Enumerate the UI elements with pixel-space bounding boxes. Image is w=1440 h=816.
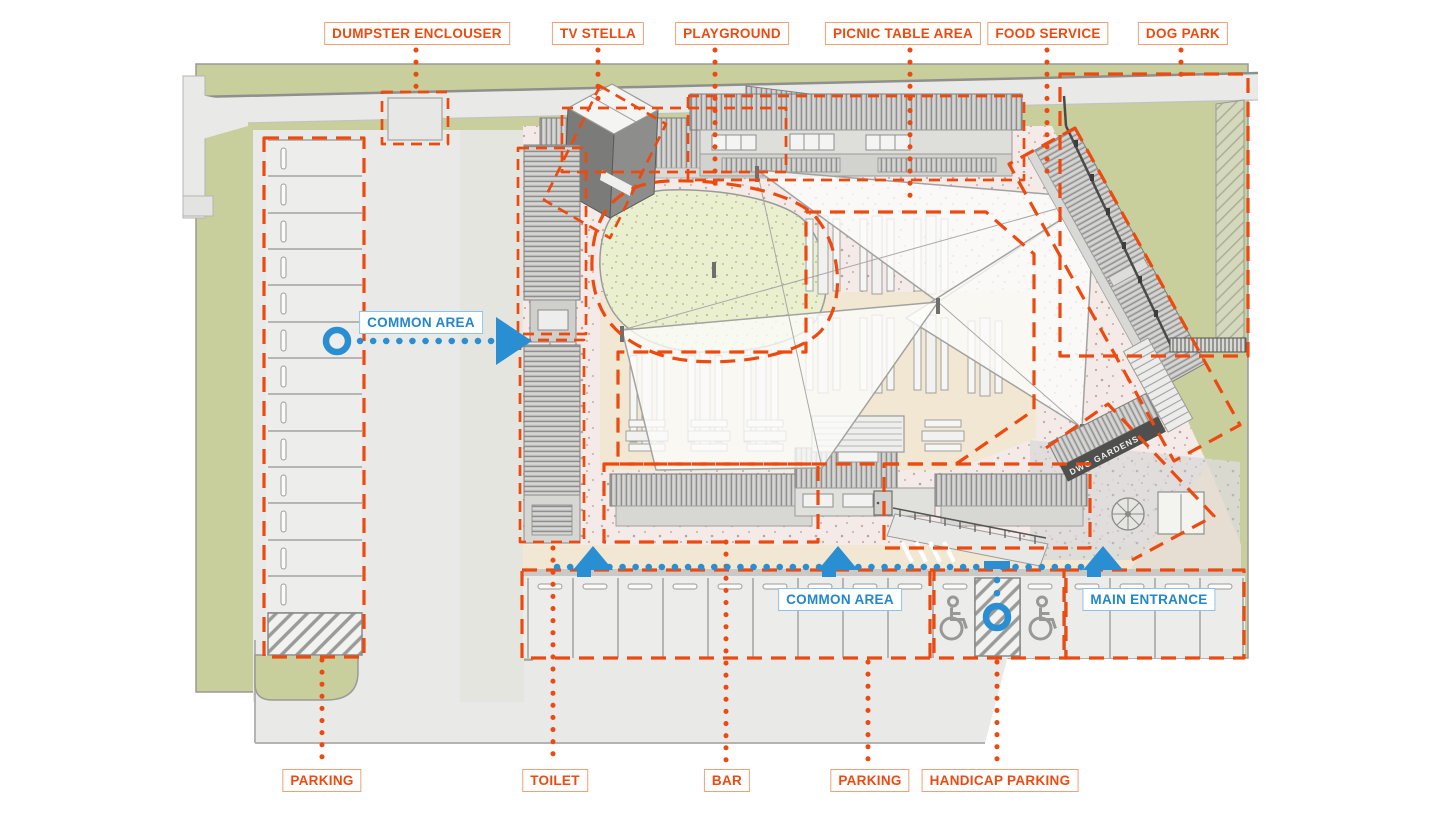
bar-east-outline: [882, 462, 1092, 550]
callout-picnic-table-area: PICNIC TABLE AREA: [824, 22, 982, 45]
curb-island-west: [254, 654, 359, 701]
handicap-access-aisle: [974, 577, 1021, 657]
fence-posts: [1074, 140, 1158, 317]
callout-dumpster-enclosure: DUMPSTER ENCLOUSER: [324, 22, 510, 45]
dumpster-enclosure: [387, 97, 443, 141]
access-ramp: [886, 507, 1049, 567]
label-common-area-west: COMMON AREA: [359, 311, 483, 334]
dumpster-outline: [380, 90, 450, 146]
callout-dog-park: DOG PARK: [1137, 22, 1229, 45]
south-parking-stalls: [523, 569, 1245, 658]
handicap-route-junction: [982, 561, 1012, 632]
north-container-row-b: [689, 85, 1023, 177]
wheel-stops-west: [280, 147, 287, 606]
west-parking-outline: [262, 136, 366, 659]
callout-parking-south: PARKING: [830, 769, 910, 792]
callout-handicap-parking: HANDICAP PARKING: [921, 769, 1079, 792]
bar-west-outline: [602, 462, 820, 544]
food-service-stairs: [1122, 337, 1194, 433]
callout-toilet: TOILET: [522, 769, 588, 792]
route-marker-west: [322, 326, 352, 356]
row-b-windows: [711, 133, 911, 151]
callout-leaders: [319, 47, 1184, 765]
dog-park-outline: [1058, 72, 1250, 358]
callout-tv-stella: TV STELLA: [551, 22, 645, 45]
entrance-sign-container: DWG GARDENS: [1047, 392, 1205, 535]
tv-stella-outline: [542, 84, 668, 240]
callout-food-service: FOOD SERVICE: [987, 22, 1109, 45]
toilet-upper-outline: [516, 146, 588, 336]
dog-park-fence-south: [1169, 337, 1247, 353]
playground-outline: [590, 179, 840, 364]
shade-sails: [620, 166, 1097, 471]
food-service-outline: [1007, 126, 1242, 463]
callout-parking-west: PARKING: [282, 769, 362, 792]
bar-building: [609, 447, 1088, 567]
dog-park-area: [1062, 95, 1247, 353]
toilet-container-column: [523, 144, 581, 544]
label-common-area-south: COMMON AREA: [778, 588, 902, 611]
row-b-outline: [686, 94, 1026, 182]
route-marker-handicap: [982, 602, 1012, 632]
route-arrow-west: [496, 317, 532, 365]
handicap-outline: [928, 568, 1068, 660]
callout-playground: PLAYGROUND: [675, 22, 789, 45]
label-main-entrance: MAIN ENTRANCE: [1082, 588, 1216, 611]
spiral-stair-icon: [1111, 497, 1145, 531]
hatched-stall: [267, 612, 363, 656]
route-arrows-south: [573, 546, 1123, 577]
main-entrance-outline: [1062, 568, 1246, 660]
common-area-route: [322, 317, 1123, 632]
toilet-lower-outline: [518, 338, 586, 544]
row-a-outline: [560, 106, 788, 174]
west-walk-strip: [460, 130, 524, 702]
entrance-building-outline: [1045, 402, 1216, 562]
callout-bar: BAR: [703, 769, 751, 792]
wheel-stops-south: [537, 583, 1233, 590]
west-parking-stalls: [266, 139, 363, 656]
